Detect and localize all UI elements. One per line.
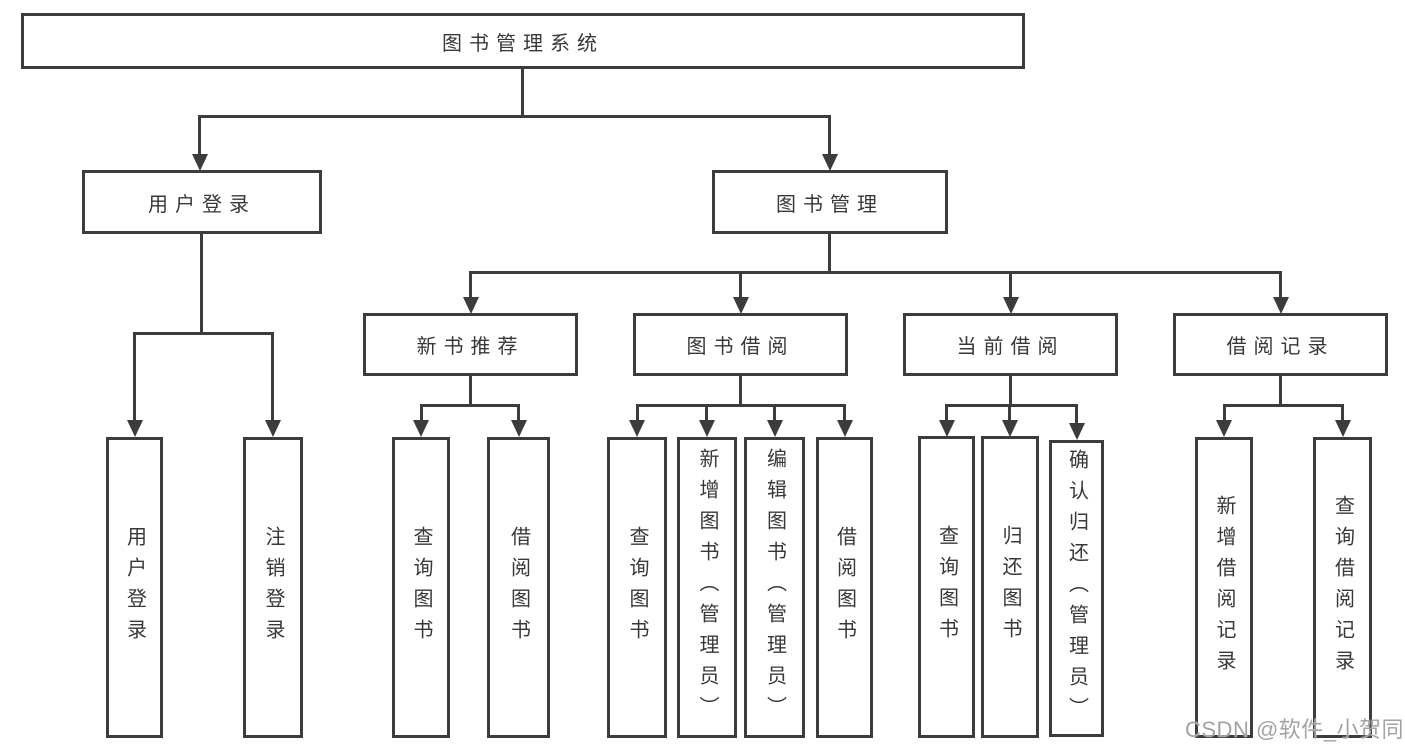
node-leaf-current-query-books: 查询图书 bbox=[918, 436, 975, 738]
connector-drop-recommend bbox=[469, 271, 472, 299]
connector-drop-current-query bbox=[945, 404, 948, 422]
node-label: 当前借阅 bbox=[956, 336, 1065, 358]
node-leaf-borrow-query-books: 查询图书 bbox=[607, 437, 667, 738]
arrowhead-login bbox=[127, 420, 143, 437]
arrowhead-current-confirm bbox=[1069, 423, 1085, 440]
node-label: 图书借阅 bbox=[686, 336, 795, 358]
arrowhead-records-query bbox=[1335, 420, 1351, 437]
node-label: 查询图书 bbox=[935, 525, 958, 649]
node-leaf-borrow-add-books-admin: 新增图书（管理员） bbox=[677, 437, 737, 738]
node-label: 借阅图书 bbox=[833, 525, 856, 650]
node-leaf-logout: 注销登录 bbox=[243, 437, 303, 738]
node-root: 图书管理系统 bbox=[21, 13, 1025, 69]
arrowhead-recommend-query bbox=[413, 420, 429, 437]
arrowhead-book-management bbox=[822, 154, 838, 171]
node-new-book-recommend: 新书推荐 bbox=[363, 313, 578, 376]
connector-drop-records-query bbox=[1341, 404, 1344, 422]
arrowhead-recommend-borrow bbox=[511, 420, 527, 437]
connector-records-stem bbox=[1279, 376, 1282, 406]
connector-records-bar bbox=[1223, 404, 1344, 407]
node-leaf-recommend-query-books: 查询图书 bbox=[392, 437, 450, 738]
connector-drop-logout bbox=[271, 332, 274, 421]
connector-drop-records-add bbox=[1223, 404, 1226, 422]
arrowhead-borrow-edit bbox=[767, 420, 783, 437]
arrowhead-logout bbox=[265, 420, 281, 437]
node-label: 归还图书 bbox=[999, 525, 1021, 649]
arrowhead-recommend bbox=[463, 297, 479, 314]
node-label: 新增借阅记录 bbox=[1213, 494, 1235, 681]
connector-drop-user-login bbox=[198, 115, 201, 155]
node-leaf-recommend-borrow-books: 借阅图书 bbox=[487, 437, 550, 738]
node-label: 新书推荐 bbox=[416, 336, 525, 358]
connector-user-login-stem bbox=[200, 234, 203, 334]
connector-recommend-stem bbox=[469, 376, 472, 406]
node-borrow-records: 借阅记录 bbox=[1173, 313, 1388, 376]
node-label: 新增图书（管理员） bbox=[696, 448, 718, 727]
connector-drop-recommend-query bbox=[420, 404, 423, 422]
node-current-borrow: 当前借阅 bbox=[903, 313, 1118, 376]
node-leaf-records-query-record: 查询借阅记录 bbox=[1313, 437, 1372, 738]
connector-drop-recommend-borrow bbox=[517, 404, 520, 422]
node-leaf-borrow-edit-books-admin: 编辑图书（管理员） bbox=[744, 437, 805, 738]
connector-drop-login bbox=[133, 332, 136, 421]
node-book-borrow: 图书借阅 bbox=[633, 313, 848, 376]
arrowhead-current-query bbox=[939, 420, 955, 437]
node-label: 用户登录 bbox=[123, 525, 146, 650]
node-label: 图书管理系统 bbox=[442, 32, 604, 55]
node-leaf-borrow-borrow-books: 借阅图书 bbox=[816, 437, 873, 738]
arrowhead-borrow-query bbox=[629, 420, 645, 437]
connector-borrow-stem bbox=[739, 376, 742, 406]
connector-drop-borrow-borrow bbox=[843, 404, 846, 422]
connector-drop-borrow-add bbox=[705, 404, 708, 422]
connector-level3-bar bbox=[469, 271, 1282, 274]
connector-drop-borrow-edit bbox=[773, 404, 776, 422]
node-leaf-records-add-record: 新增借阅记录 bbox=[1195, 437, 1253, 738]
csdn-watermark: CSDN @软件_小贺同学 bbox=[1185, 717, 1405, 742]
arrowhead-borrow-add bbox=[699, 420, 715, 437]
arrowhead-records-add bbox=[1216, 420, 1232, 437]
arrowhead-borrow-borrow bbox=[837, 420, 853, 437]
node-label: 借阅记录 bbox=[1226, 336, 1335, 358]
arrowhead-user-login bbox=[192, 154, 208, 171]
node-label: 确认归还（管理员） bbox=[1065, 449, 1088, 728]
connector-drop-records bbox=[1279, 271, 1282, 299]
node-label: 图书管理 bbox=[776, 193, 884, 216]
node-user-login: 用户登录 bbox=[82, 170, 322, 234]
connector-book-management-stem bbox=[828, 234, 831, 273]
node-label: 注销登录 bbox=[262, 525, 284, 650]
connector-current-stem bbox=[1009, 376, 1012, 406]
connector-drop-book-management bbox=[828, 115, 831, 155]
arrowhead-records bbox=[1273, 297, 1289, 314]
node-leaf-current-confirm-return-admin: 确认归还（管理员） bbox=[1049, 440, 1104, 737]
connector-user-login-bar bbox=[133, 332, 274, 335]
node-label: 查询图书 bbox=[410, 525, 432, 650]
node-label: 用户登录 bbox=[148, 193, 256, 216]
arrowhead-current-return bbox=[1002, 420, 1018, 437]
node-label: 查询借阅记录 bbox=[1331, 494, 1354, 681]
node-book-management: 图书管理 bbox=[712, 170, 948, 234]
node-label: 查询图书 bbox=[626, 525, 648, 650]
connector-drop-current-return bbox=[1008, 404, 1011, 422]
connector-level2-bar bbox=[198, 115, 830, 118]
node-label: 编辑图书（管理员） bbox=[763, 448, 786, 727]
connector-borrow-bar bbox=[636, 404, 846, 407]
connector-drop-borrow bbox=[739, 271, 742, 299]
connector-drop-current bbox=[1009, 271, 1012, 299]
connector-drop-borrow-query bbox=[636, 404, 639, 422]
arrowhead-borrow bbox=[733, 297, 749, 314]
connector-recommend-bar bbox=[420, 404, 520, 407]
node-leaf-current-return-books: 归还图书 bbox=[981, 436, 1039, 738]
arrowhead-current bbox=[1003, 297, 1019, 314]
connector-drop-current-confirm bbox=[1075, 404, 1078, 425]
connector-root-stem bbox=[521, 69, 524, 116]
node-leaf-user-login: 用户登录 bbox=[106, 437, 163, 738]
node-label: 借阅图书 bbox=[507, 525, 530, 650]
connector-current-bar bbox=[945, 404, 1078, 407]
